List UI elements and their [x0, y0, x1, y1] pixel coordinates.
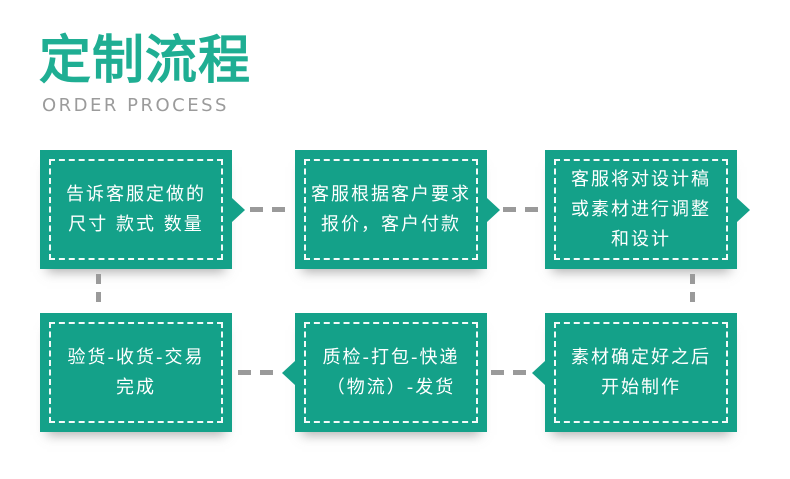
step-text-line: 验货-收货-交易 — [67, 346, 205, 368]
arrow-left-icon — [532, 360, 545, 385]
step-text-line: 质检-打包-快递 — [322, 346, 460, 368]
arrow-left-icon — [282, 360, 295, 385]
step-text: 告诉客服定做的 尺寸 款式 数量 — [40, 150, 232, 269]
step-text-line: 开始制作 — [601, 376, 681, 398]
step-text-line: 或素材进行调整 — [571, 198, 711, 220]
connector-step4-step5 — [491, 370, 531, 375]
flow-step-6-final: 验货-收货-交易 完成 — [40, 313, 232, 432]
connector-step1-step2 — [250, 207, 293, 212]
step-text-line: 报价，客户付款 — [321, 213, 461, 235]
step-text-line: 客服将对设计稿 — [571, 168, 711, 190]
step-text: 验货-收货-交易 完成 — [40, 313, 232, 432]
step-text-line: 尺寸 款式 数量 — [68, 213, 204, 235]
page-subtitle: ORDER PROCESS — [42, 95, 229, 116]
arrow-right-icon — [487, 197, 500, 222]
step-text: 客服根据客户要求 报价，客户付款 — [295, 150, 487, 269]
step-text-line: （物流）-发货 — [326, 376, 456, 398]
step-text-line: 告诉客服定做的 — [66, 183, 206, 205]
connector-step5-step6 — [238, 370, 282, 375]
step-text-line: 素材确定好之后 — [571, 346, 711, 368]
connector-step2-step3 — [503, 207, 543, 212]
arrow-right-icon — [232, 197, 245, 222]
flow-step-2: 客服根据客户要求 报价，客户付款 — [295, 150, 500, 269]
page-title: 定制流程 — [39, 31, 252, 91]
flow-step-5: 质检-打包-快递 （物流）-发货 — [282, 313, 487, 432]
step-text: 质检-打包-快递 （物流）-发货 — [295, 313, 487, 432]
arrow-right-icon — [737, 197, 750, 222]
step-text-line: 和设计 — [611, 228, 671, 250]
step-text-line: 完成 — [116, 376, 156, 398]
connector-right-vertical — [690, 274, 695, 310]
connector-left-vertical — [96, 274, 101, 310]
step-text: 客服将对设计稿 或素材进行调整 和设计 — [545, 150, 737, 269]
flow-step-1: 告诉客服定做的 尺寸 款式 数量 — [40, 150, 245, 269]
flow-step-4: 素材确定好之后 开始制作 — [532, 313, 737, 432]
step-text-line: 客服根据客户要求 — [311, 183, 471, 205]
flow-step-3: 客服将对设计稿 或素材进行调整 和设计 — [545, 150, 750, 269]
step-text: 素材确定好之后 开始制作 — [545, 313, 737, 432]
